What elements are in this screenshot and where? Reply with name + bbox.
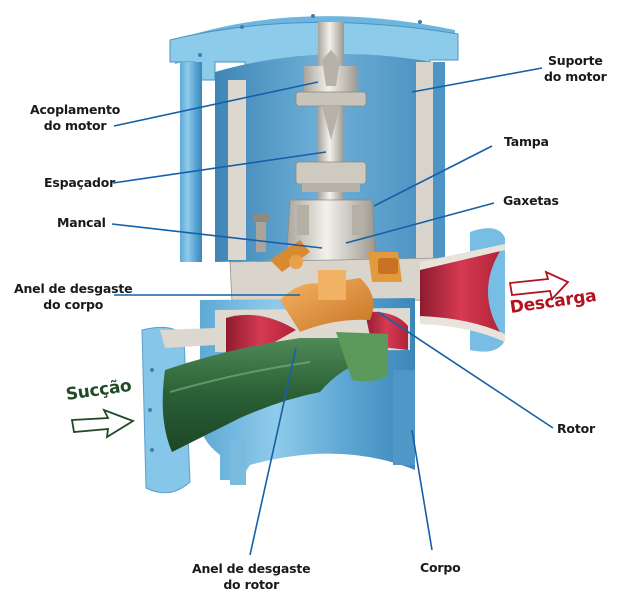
leader-suporte: [411, 67, 543, 93]
label-line: Anel de desgaste: [192, 561, 311, 576]
label-suporte-motor: Suporte do motor: [544, 53, 607, 85]
label-line: do corpo: [43, 297, 104, 312]
label-line: do motor: [43, 118, 107, 133]
label-rotor: Rotor: [557, 421, 595, 436]
leader-tampa: [373, 145, 493, 207]
discharge-arrow-icon: [508, 270, 570, 301]
leader-rotor: [377, 311, 554, 429]
label-line: Anel de desgaste: [14, 281, 133, 296]
label-line: do rotor: [223, 577, 280, 592]
label-corpo: Corpo: [420, 560, 461, 575]
label-line: Acoplamento: [30, 102, 121, 117]
label-gaxetas: Gaxetas: [503, 193, 559, 208]
leader-anel-rotor: [249, 347, 297, 556]
label-mancal: Mancal: [57, 215, 106, 230]
suction-arrow-icon: [70, 408, 136, 439]
shaft-assembly: [295, 22, 367, 232]
discharge-nozzle: [420, 228, 505, 352]
leader-acoplamento: [113, 81, 319, 127]
label-line: Suporte: [547, 53, 603, 68]
label-anel-rotor: Anel de desgaste do rotor: [192, 561, 311, 593]
label-line: do motor: [544, 69, 607, 84]
label-acoplamento-motor: Acoplamento do motor: [30, 102, 120, 134]
leader-mancal: [111, 223, 323, 249]
leader-corpo: [411, 429, 433, 551]
leader-espacador: [112, 151, 327, 184]
suction-nozzle: [141, 326, 388, 494]
label-espacador: Espaçador: [44, 175, 116, 190]
label-tampa: Tampa: [504, 134, 549, 149]
leader-lines: [111, 67, 554, 556]
leader-gaxetas: [345, 202, 495, 244]
label-anel-corpo: Anel de desgaste do corpo: [14, 281, 133, 313]
